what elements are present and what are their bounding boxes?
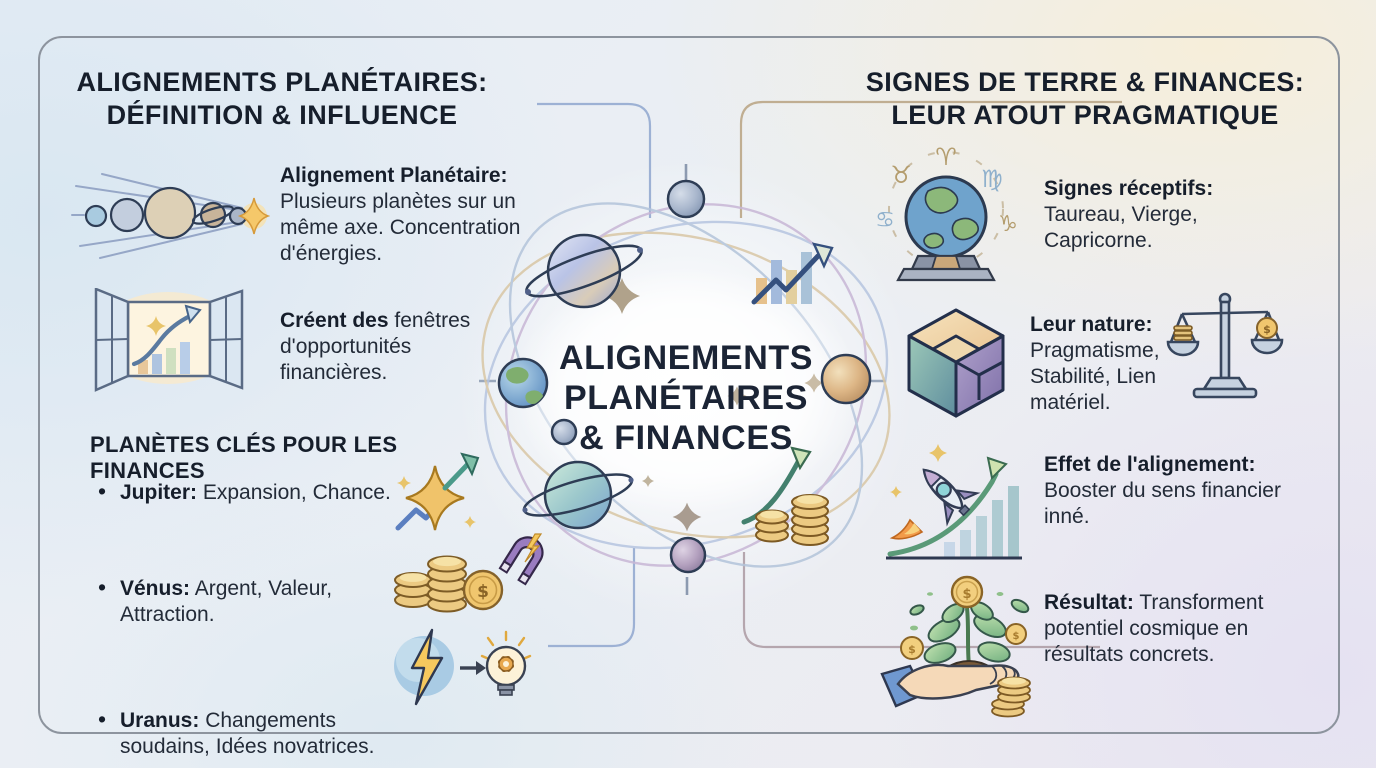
center-title: ALIGNEMENTS PLANÉTAIRES & FINANCES xyxy=(546,338,826,458)
venus-label: Vénus: xyxy=(120,577,191,601)
globe-zodiac-icon: ♈ ♉ ♋ ♍ ♑ xyxy=(870,143,1022,291)
jupiter-body: Expansion, Chance. xyxy=(202,481,391,504)
nature-label: Leur nature: xyxy=(1030,313,1153,336)
bullet-dot: • xyxy=(98,574,107,601)
coins-magnet-icon: $ xyxy=(383,528,551,618)
center-title-line3: & FINANCES xyxy=(579,419,793,458)
right-title-line2: LEUR ATOUT PRAGMATIQUE xyxy=(891,99,1279,130)
alignment-effect-text: Effet de l'alignement: Booster du sens f… xyxy=(1044,452,1299,530)
earth-planet-icon xyxy=(497,357,549,409)
cancer-glyph: ♋ xyxy=(875,208,895,233)
definition-label: Alignement Planétaire: xyxy=(280,164,508,187)
result-text: Résultat: Transforment potentiel cosmiqu… xyxy=(1044,590,1294,668)
dollar-glyph: $ xyxy=(908,643,916,656)
left-title-line2: DÉFINITION & INFLUENCE xyxy=(106,99,458,130)
center-title-line1: ALIGNEMENTS xyxy=(558,339,814,377)
bullet-uranus: • Uranus: Changements soudains, Idées no… xyxy=(96,706,415,760)
right-panel-title: SIGNES DE TERRE & FINANCES: LEUR ATOUT P… xyxy=(848,66,1322,132)
jupiter-label: Jupiter: xyxy=(120,481,198,504)
uranus-body: Changements soudains, Idées novatrices. xyxy=(120,709,375,759)
receptive-signs-body: Taureau, Vierge, Capricorne. xyxy=(1044,203,1198,253)
opportunity-label: Créent des xyxy=(280,309,389,332)
result-label: Résultat: xyxy=(1044,591,1134,614)
effect-body: Booster du sens financier inné. xyxy=(1044,479,1281,529)
effect-label: Effet de l'alignement: xyxy=(1044,453,1256,476)
receptive-signs-text: Signes réceptifs: Taureau, Vierge, Capri… xyxy=(1044,176,1274,254)
virgo-glyph: ♍ xyxy=(981,165,1003,193)
jupiter-star-icon xyxy=(390,448,485,543)
dollar-glyph: $ xyxy=(477,582,489,602)
opportunity-window-icon xyxy=(84,288,252,392)
receptive-signs-label: Signes réceptifs: xyxy=(1044,177,1214,200)
bullet-venus: • Vénus: Argent, Valeur, Attraction. xyxy=(96,574,385,628)
opportunity-body: fenêtres d'opportunités financières. xyxy=(280,309,471,385)
rocket-growth-icon xyxy=(880,436,1028,566)
right-title-line1: SIGNES DE TERRE & FINANCES: xyxy=(865,67,1305,97)
coins-arrow-icon xyxy=(741,446,829,546)
bullet-jupiter: • Jupiter: Expansion, Chance. xyxy=(96,478,440,506)
growth-chart-icon xyxy=(751,242,834,305)
uranus-label: Uranus: xyxy=(120,709,200,733)
opportunity-text: Créent des fenêtres d'opportunités finan… xyxy=(280,308,488,386)
left-panel-title: ALIGNEMENTS PLANÉTAIRES: DÉFINITION & IN… xyxy=(62,66,502,132)
capricorn-glyph: ♑ xyxy=(998,212,1018,237)
bullet-dot: • xyxy=(98,706,107,733)
saturn-planet-icon xyxy=(525,233,643,309)
planet-alignment-icon xyxy=(70,168,270,263)
money-plant-hand-icon: $ $ $ xyxy=(874,568,1038,720)
nature-text: Leur nature: Pragmatisme, Stabilité, Lie… xyxy=(1030,312,1200,416)
dollar-glyph: $ xyxy=(962,587,971,602)
bolt-idea-icon xyxy=(388,616,536,712)
bullet-dot: • xyxy=(98,478,107,504)
key-planets-subheading: PLANÈTES CLÉS POUR LES FINANCES xyxy=(90,432,398,483)
dollar-glyph: $ xyxy=(1263,323,1271,336)
center-title-line2: PLANÉTAIRES xyxy=(564,379,808,418)
taurus-glyph: ♉ xyxy=(890,161,912,189)
ringed-planet-icon xyxy=(522,460,634,530)
nature-body: Pragmatisme, Stabilité, Lien matériel. xyxy=(1030,339,1160,415)
dollar-glyph: $ xyxy=(1013,631,1020,642)
alignment-definition-text: Alignement Planétaire: Plusieurs planète… xyxy=(280,163,530,267)
balance-scale-icon: $ xyxy=(1166,290,1284,404)
left-title-line1: ALIGNEMENTS PLANÉTAIRES: xyxy=(76,67,488,97)
cube-icon xyxy=(893,300,1019,426)
definition-body: Plusieurs planètes sur un même axe. Conc… xyxy=(280,190,521,266)
venus-body: Argent, Valeur, Attraction. xyxy=(120,577,333,627)
aries-glyph: ♈ xyxy=(935,143,957,171)
